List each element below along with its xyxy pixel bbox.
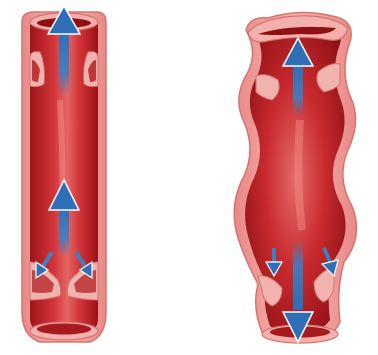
healthy-vein [22, 6, 106, 342]
varicose-vein [234, 12, 356, 343]
